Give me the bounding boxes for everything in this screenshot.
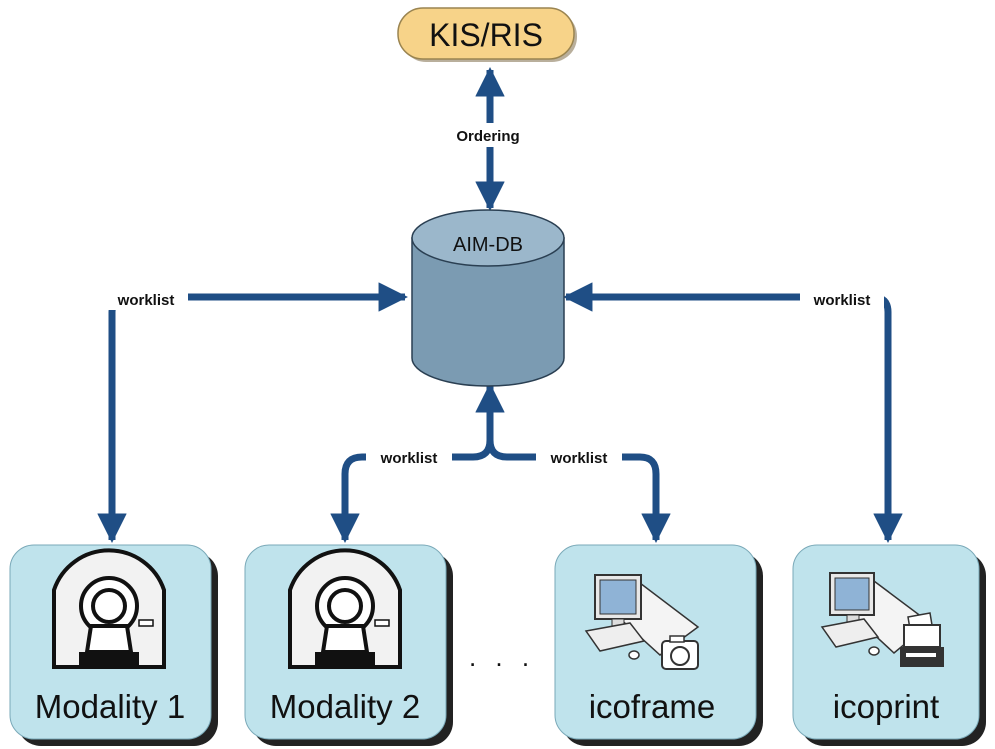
more-modalities-ellipsis: . . . — [469, 642, 535, 672]
workstation-printer-icon — [820, 572, 944, 667]
modality-2-label: Modality 2 — [270, 688, 420, 725]
ct-scanner-icon — [288, 548, 402, 669]
worklist-mod2-label: worklist — [380, 450, 438, 467]
worklist-icoframe-label: worklist — [550, 450, 608, 467]
kis-ris-label: KIS/RIS — [429, 17, 543, 53]
worklist-icoframe-arrow — [486, 439, 671, 543]
connector-labels: Ordering worklist worklist worklist work… — [104, 123, 884, 468]
worklist-right-label: worklist — [813, 292, 871, 309]
modality-1-node: Modality 1 — [9, 544, 218, 746]
workstation-camera-icon — [584, 574, 700, 670]
worklist-left-arrow — [97, 282, 408, 543]
ct-scanner-icon — [52, 548, 166, 669]
worklist-right-arrow — [563, 282, 903, 543]
aim-db-node: AIM-DB — [411, 209, 565, 387]
ordering-label: Ordering — [456, 128, 519, 145]
icoprint-label: icoprint — [833, 688, 939, 725]
icoframe-node: icoframe — [554, 544, 763, 746]
modality-2-node: Modality 2 — [244, 544, 453, 746]
aim-db-label: AIM-DB — [453, 234, 523, 256]
icoprint-node: icoprint — [792, 544, 986, 746]
icoframe-label: icoframe — [589, 688, 716, 725]
kis-ris-node: KIS/RIS — [397, 7, 577, 62]
worklist-left-label: worklist — [117, 292, 175, 309]
modality-1-label: Modality 1 — [35, 688, 185, 725]
